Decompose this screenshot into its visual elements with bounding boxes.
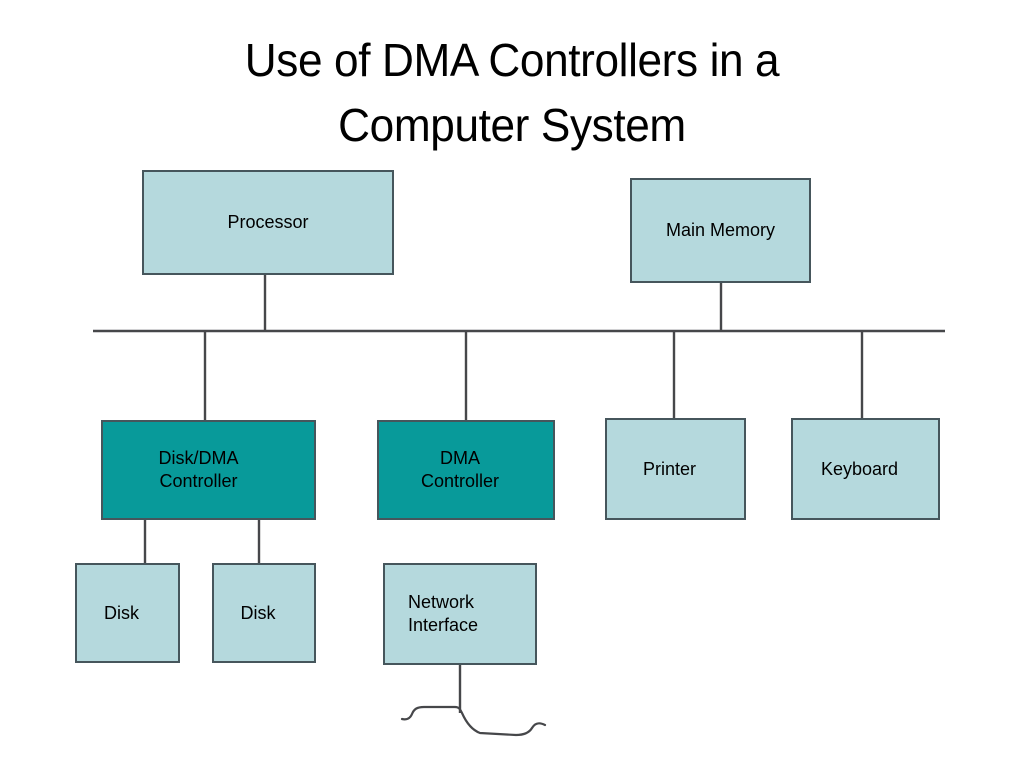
node-printer-label: Printer (642, 458, 696, 479)
node-printer[interactable]: Printer (605, 418, 746, 520)
page-title: Use of DMA Controllers in a Computer Sys… (244, 34, 780, 152)
node-network-interface-label: Network Interface (408, 592, 479, 635)
node-disk-dma-controller-label: Disk/DMA Controller (158, 448, 239, 491)
node-main-memory[interactable]: Main Memory (630, 178, 811, 283)
node-disk-2-label: Disk (240, 602, 276, 623)
node-dma-controller[interactable]: DMA Controller (377, 420, 555, 520)
node-keyboard[interactable]: Keyboard (791, 418, 940, 520)
node-disk-1[interactable]: Disk (75, 563, 180, 663)
network-cable-squiggle (400, 705, 547, 737)
node-dma-controller-label: DMA Controller (420, 448, 500, 491)
node-processor[interactable]: Processor (142, 170, 394, 275)
node-processor-label: Processor (227, 212, 309, 233)
node-disk-dma-controller[interactable]: Disk/DMA Controller (101, 420, 316, 520)
node-keyboard-label: Keyboard (820, 458, 899, 479)
node-main-memory-label: Main Memory (665, 220, 776, 241)
node-disk-1-label: Disk (104, 602, 139, 623)
node-network-interface[interactable]: Network Interface (383, 563, 537, 665)
node-disk-2[interactable]: Disk (212, 563, 316, 663)
